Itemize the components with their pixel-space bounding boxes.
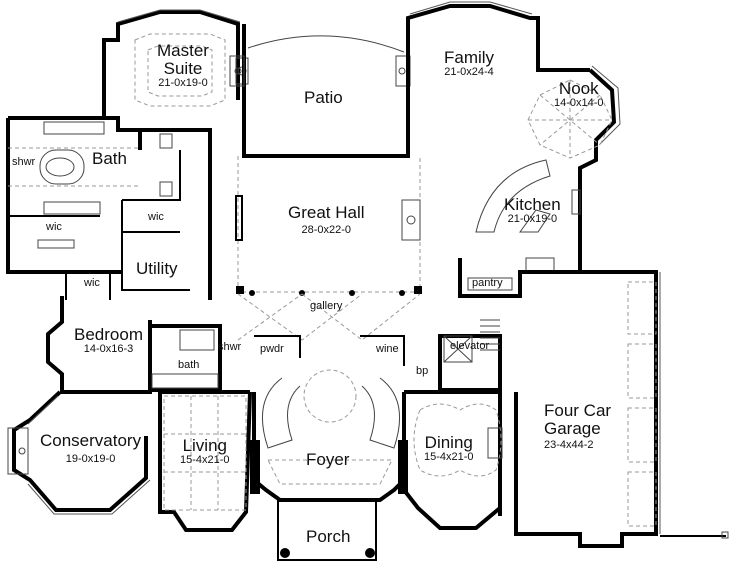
room-label-bath-2: bath bbox=[178, 359, 200, 371]
room-label-nook: Nook 14-0x14-0 bbox=[554, 79, 604, 109]
room-label-elevator: elevator bbox=[450, 340, 490, 352]
room-label-wic-2: wic bbox=[46, 221, 62, 233]
room-label-family: Family 21-0x24-4 bbox=[444, 48, 495, 78]
room-label-shwr-2: shwr bbox=[218, 341, 242, 353]
great-hall-walls bbox=[235, 156, 422, 341]
room-label-bedroom: Bedroom 14-0x16-3 bbox=[74, 325, 143, 355]
room-label-kitchen: Kitchen 21-0x19-0 bbox=[504, 195, 561, 225]
living-walls bbox=[158, 390, 252, 532]
room-label-dining: Dining 15-4x21-0 bbox=[424, 433, 474, 463]
garage-walls bbox=[514, 270, 729, 548]
room-label-pantry: pantry bbox=[472, 277, 503, 289]
room-label-pwdr: pwdr bbox=[260, 343, 284, 355]
room-label-utility: Utility bbox=[136, 259, 178, 278]
kitchen-walls bbox=[458, 159, 582, 298]
room-label-great-hall: Great Hall 28-0x22-0 bbox=[288, 203, 365, 236]
room-label-wine: wine bbox=[376, 343, 399, 355]
room-label-living: Living 15-4x21-0 bbox=[180, 436, 230, 466]
room-label-gallery: gallery bbox=[310, 300, 343, 312]
room-label-shwr: shwr bbox=[12, 156, 36, 168]
room-label-garage: Four Car Garage 23-4x44-2 bbox=[544, 401, 612, 451]
stairs-foyer-walls bbox=[250, 335, 408, 502]
room-label-master-suite: Master Suite 21-0x19-0 bbox=[157, 41, 209, 89]
room-label-wic-3: wic bbox=[84, 277, 100, 289]
room-label-foyer: Foyer bbox=[306, 450, 350, 469]
porch-walls bbox=[277, 500, 377, 561]
room-label-bp: bp bbox=[416, 365, 429, 377]
patio-walls bbox=[229, 18, 411, 158]
room-label-wic-1: wic bbox=[148, 211, 164, 223]
bath-wing-walls bbox=[6, 116, 212, 300]
elevator-bp-walls bbox=[438, 319, 502, 392]
room-label-conservatory: Conservatory 19-0x19-0 bbox=[40, 431, 142, 465]
room-label-patio: Patio bbox=[304, 88, 343, 107]
room-label-bath: Bath bbox=[92, 149, 127, 168]
room-label-porch: Porch bbox=[306, 527, 351, 546]
